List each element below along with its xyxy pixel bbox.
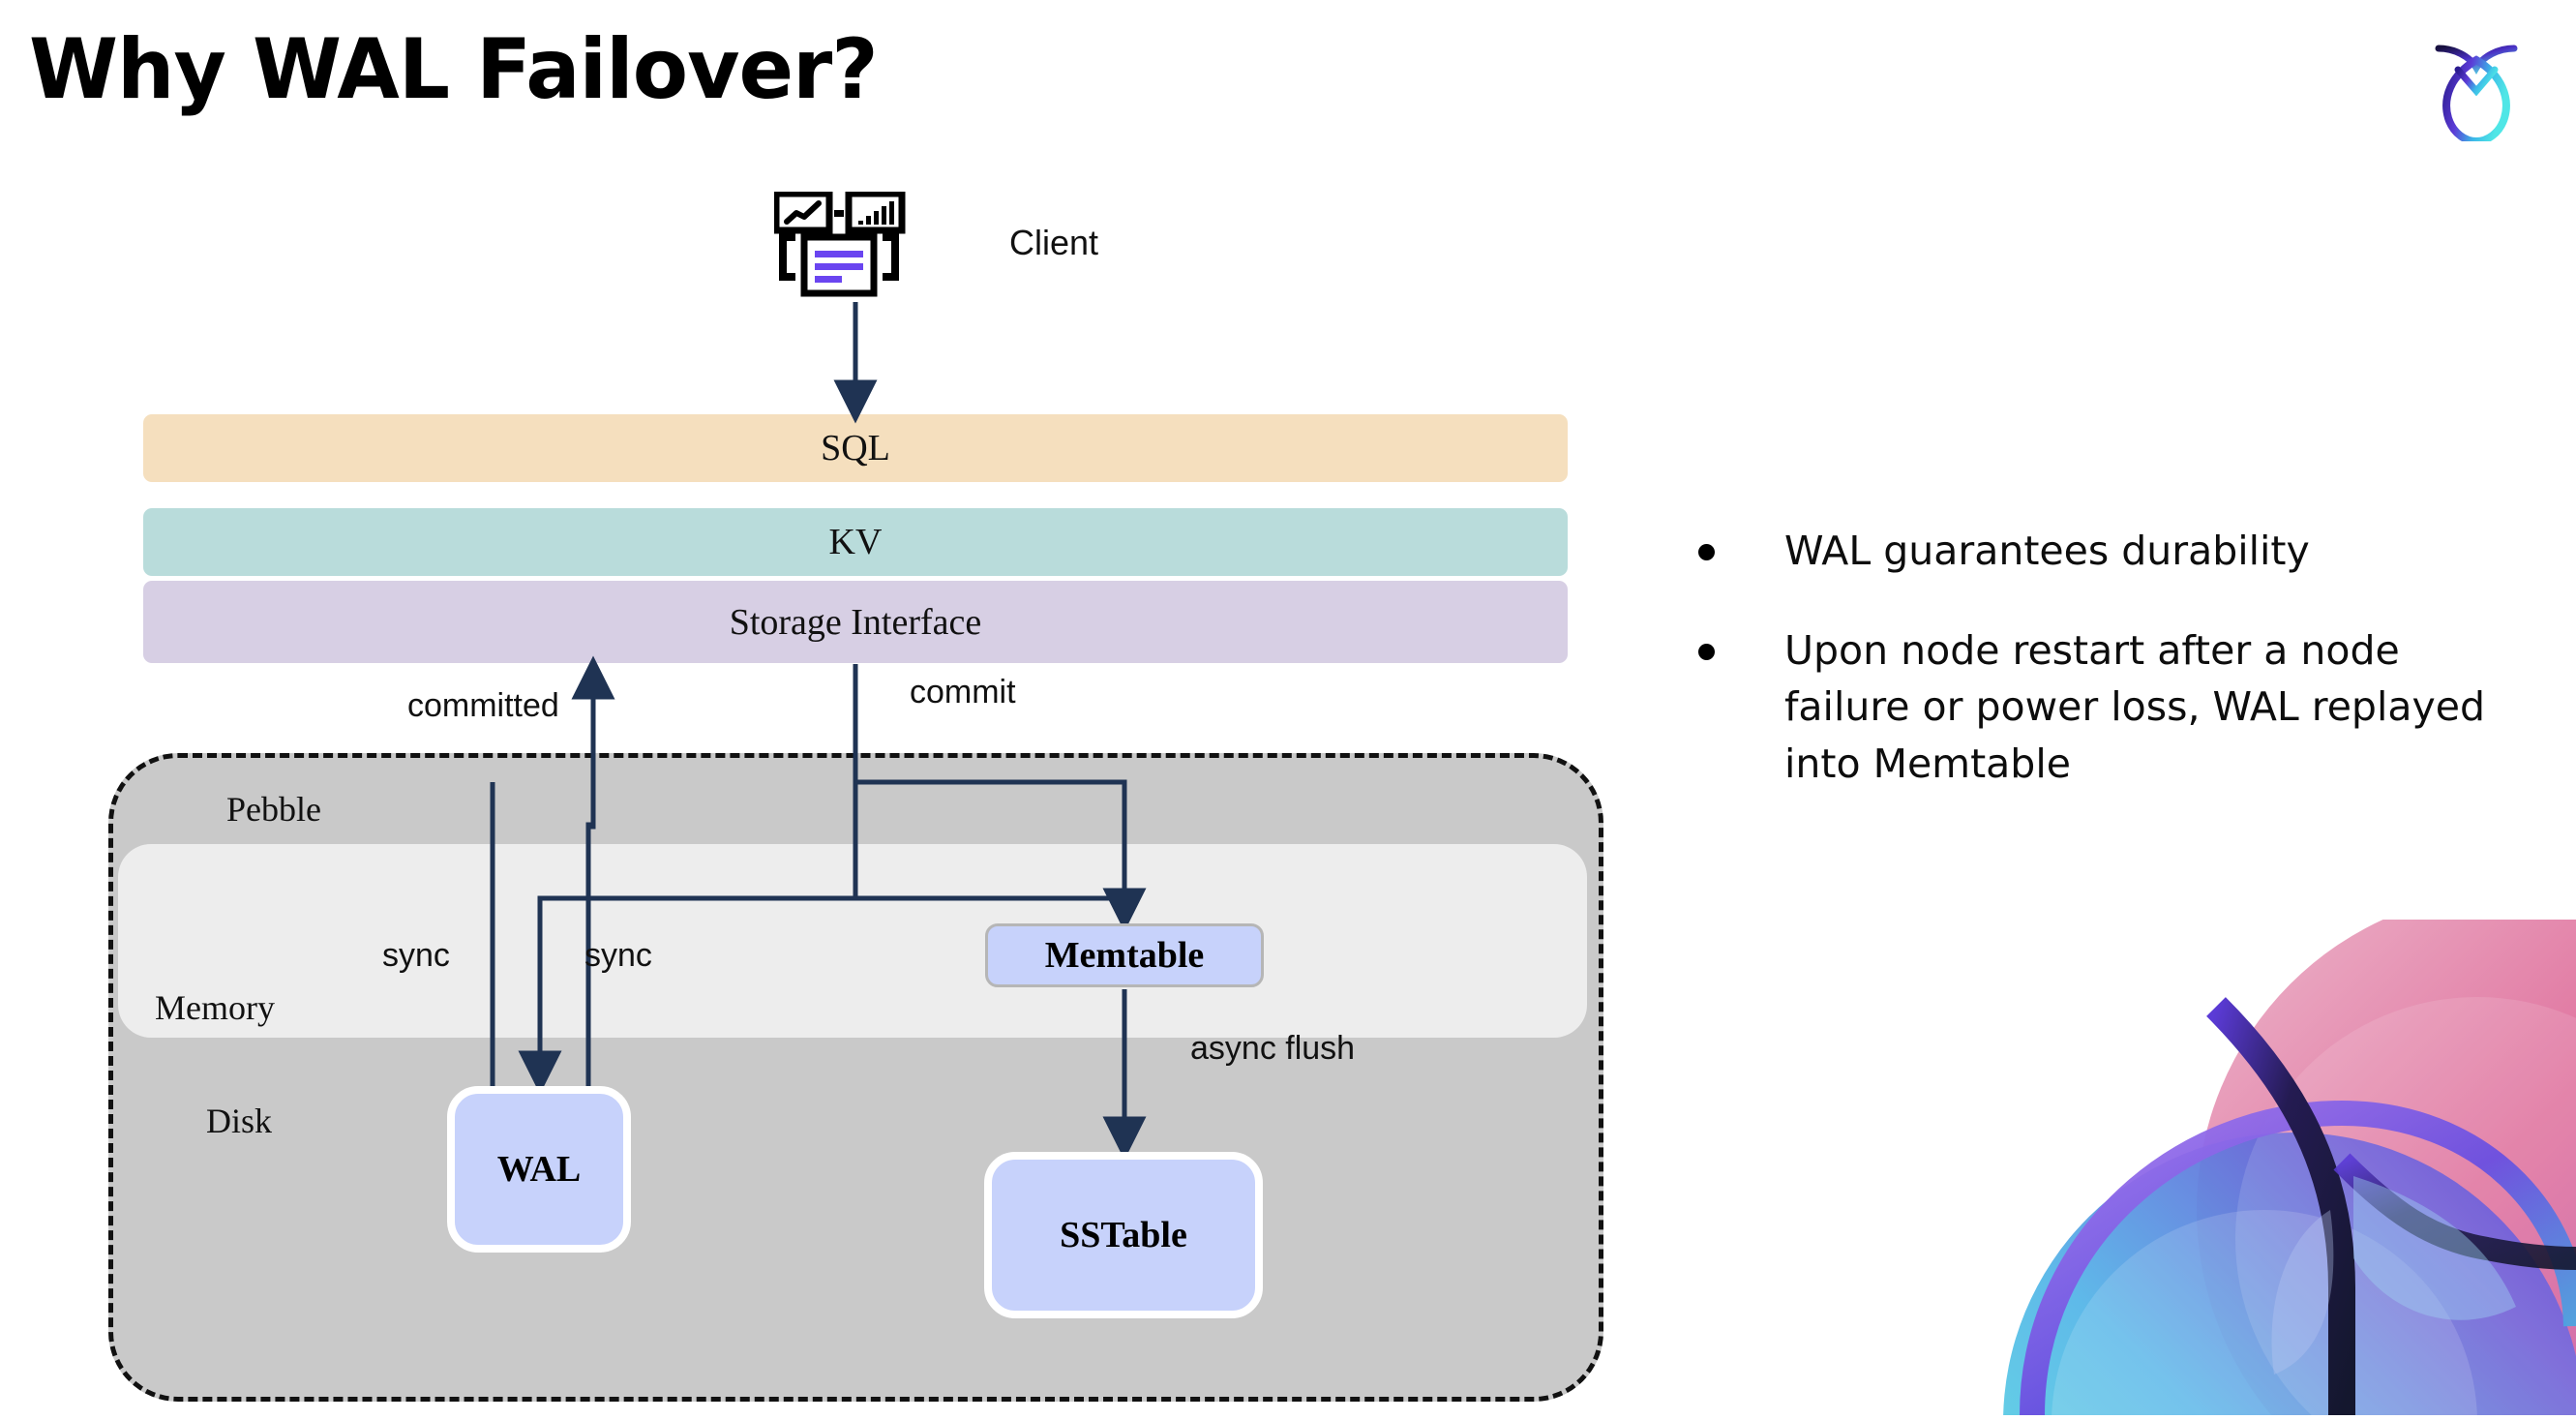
layer-sql[interactable]: SQL: [143, 414, 1568, 482]
edge-label-sync-1: sync: [382, 937, 450, 974]
bullet-dot-icon: [1698, 544, 1715, 560]
node-memtable-label: Memtable: [1044, 935, 1205, 976]
layer-kv[interactable]: KV: [143, 508, 1568, 576]
memory-label: Memory: [155, 988, 275, 1027]
gradient-circles-artwork: [1974, 920, 2576, 1415]
disk-label: Disk: [206, 1102, 273, 1140]
list-item: WAL guarantees durability: [1698, 523, 2521, 580]
cockroachdb-logo-icon: [2419, 27, 2533, 146]
page-title: Why WAL Failover?: [29, 21, 879, 118]
client-label: Client: [1009, 223, 1099, 262]
edge-label-async-flush: async flush: [1190, 1030, 1356, 1067]
node-memtable[interactable]: Memtable: [985, 923, 1264, 987]
layer-storage-interface[interactable]: Storage Interface: [143, 581, 1568, 663]
memory-region: [118, 844, 1587, 1038]
client-terminal-icon: [772, 190, 929, 298]
list-item: Upon node restart after a node failure o…: [1698, 622, 2521, 793]
bullet-dot-icon: [1698, 643, 1715, 660]
node-sstable-label: SSTable: [1060, 1215, 1187, 1255]
layer-kv-label: KV: [828, 522, 883, 562]
edge-label-sync-2: sync: [584, 937, 652, 974]
layer-storage-interface-label: Storage Interface: [729, 601, 982, 643]
node-sstable[interactable]: SSTable: [984, 1152, 1263, 1318]
bullet-text: WAL guarantees durability: [1784, 528, 2310, 574]
pebble-label: Pebble: [226, 790, 321, 829]
edge-label-commit: commit: [910, 674, 1016, 710]
node-wal-label: WAL: [496, 1149, 582, 1190]
edge-label-committed: committed: [407, 687, 559, 724]
node-wal[interactable]: WAL: [447, 1086, 631, 1253]
bullet-list: WAL guarantees durability Upon node rest…: [1698, 523, 2521, 835]
layer-sql-label: SQL: [821, 428, 890, 468]
bullet-text: Upon node restart after a node failure o…: [1784, 626, 2485, 787]
